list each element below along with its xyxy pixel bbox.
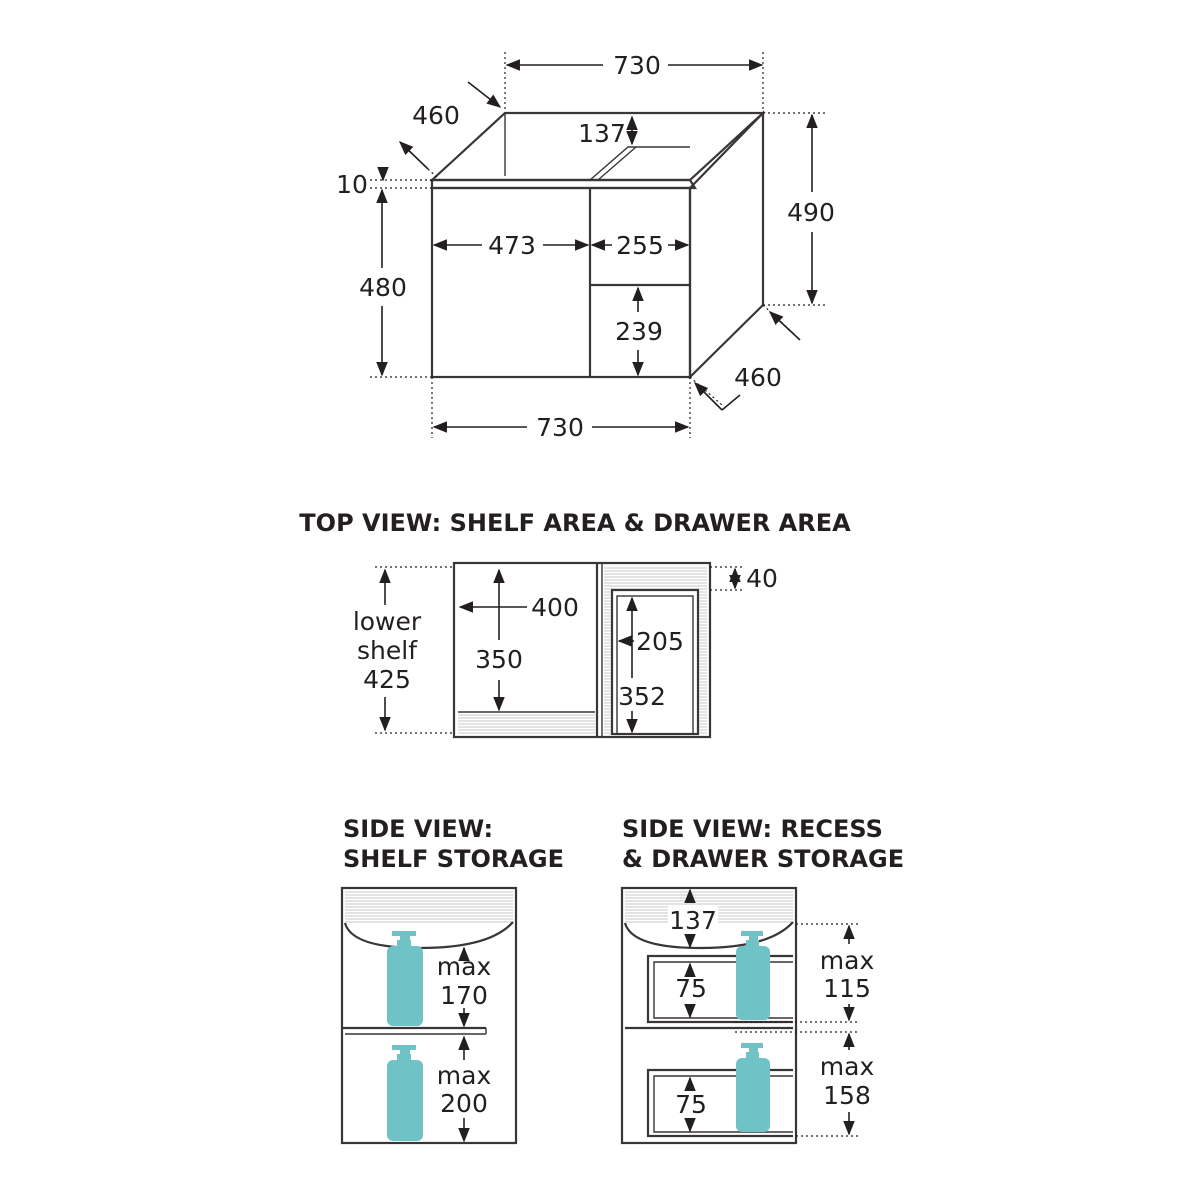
label-recess-lower-value: 158 — [823, 1081, 871, 1110]
drawer-outline — [610, 588, 700, 736]
label-recess-lower-max: max — [820, 1052, 874, 1081]
shelf-cabinet-outline — [340, 886, 518, 1145]
label-top-gap: 40 — [746, 564, 778, 593]
label-drawer-width-top: 205 — [636, 627, 684, 656]
label-recess-upper-max: max — [820, 946, 874, 975]
label-drawer-lower: 75 — [675, 1090, 707, 1119]
label-shelf-upper-max: max — [437, 952, 491, 981]
lower-drawer — [646, 1068, 793, 1138]
side-recess-heading-line1: SIDE VIEW: RECESS — [622, 815, 883, 843]
label-door-width: 473 — [488, 231, 536, 260]
label-drawer-width: 255 — [616, 231, 664, 260]
dim-line-depth-bottom-c — [721, 394, 741, 411]
dim-line-depth-top-a — [398, 141, 429, 170]
cabinet-main-view: 730 460 137 10 490 480 473 255 — [336, 51, 835, 442]
side-recess-heading-line2: & DRAWER STORAGE — [622, 845, 904, 873]
front-face — [430, 186, 692, 379]
bottle-upper-icon — [387, 931, 423, 1026]
label-depth-top: 460 — [412, 101, 460, 130]
label-shelf-lower-value: 200 — [440, 1089, 488, 1118]
bottle-recess-upper-icon — [736, 931, 770, 1020]
side-face — [688, 110, 765, 380]
label-recess: 137 — [578, 119, 626, 148]
label-left-height: 480 — [359, 273, 407, 302]
label-recess-side: 137 — [669, 906, 717, 935]
label-lower-shelf-line1: lower — [353, 607, 422, 636]
shelf-top-hatch — [345, 891, 513, 923]
drawer-inner — [616, 595, 694, 735]
label-lower-shelf-line2: shelf — [357, 636, 418, 665]
label-lower-shelf-value: 425 — [363, 665, 411, 694]
label-shelf-width: 400 — [531, 593, 579, 622]
top-view-outline — [452, 561, 712, 739]
recess-divider — [589, 146, 690, 181]
upper-drawer-inner — [653, 961, 793, 1019]
label-shelf-depth: 350 — [475, 645, 523, 674]
recess-basin-curve — [623, 921, 794, 950]
label-recess-upper-value: 115 — [823, 974, 871, 1003]
lower-drawer-inner — [653, 1075, 793, 1133]
label-bottom-width: 730 — [536, 413, 584, 442]
cabinet-body — [429, 110, 766, 380]
recess-label-bg — [668, 905, 718, 933]
side-view-recess: SIDE VIEW: RECESS & DRAWER STORAGE 137 — [620, 815, 904, 1145]
label-right-height: 490 — [787, 198, 835, 227]
side-shelf-heading-line2: SHELF STORAGE — [343, 845, 564, 873]
ext-line — [689, 376, 723, 406]
top-view: TOP VIEW: SHELF AREA & DRAWER AREA lower… — [299, 509, 851, 739]
side-view-shelf: SIDE VIEW: SHELF STORAGE max 170 max — [340, 815, 564, 1145]
side-shelf-heading-line1: SIDE VIEW: — [343, 815, 493, 843]
label-shelf-upper-value: 170 — [440, 981, 488, 1010]
dim-line-depth-top-b — [467, 81, 502, 108]
label-top-thickness: 10 — [336, 170, 368, 199]
bottle-recess-lower-icon — [736, 1043, 770, 1132]
recess-divider-2 — [597, 146, 637, 181]
top-view-heading: TOP VIEW: SHELF AREA & DRAWER AREA — [299, 509, 851, 537]
dim-line-depth-bottom-b — [693, 381, 723, 411]
label-top-width: 730 — [613, 51, 661, 80]
label-drawer-depth: 352 — [618, 682, 666, 711]
shelf-hatch — [458, 712, 595, 734]
upper-drawer — [646, 954, 793, 1024]
recess-cabinet-outline — [620, 886, 798, 1145]
label-depth-bottom: 460 — [734, 363, 782, 392]
bottle-lower-icon — [387, 1045, 423, 1141]
top-slab-front — [430, 178, 697, 190]
label-shelf-lower-max: max — [437, 1061, 491, 1090]
basin-curve — [343, 921, 514, 950]
dim-line-depth-bottom-a — [768, 311, 801, 341]
label-drawer-upper: 75 — [675, 974, 707, 1003]
label-drawer-height: 239 — [615, 317, 663, 346]
